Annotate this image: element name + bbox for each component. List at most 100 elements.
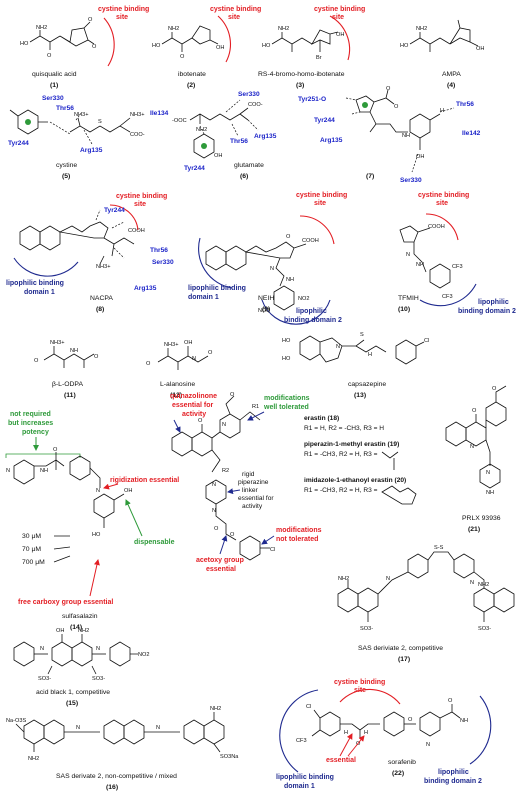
residue-tyr244: Tyr244: [314, 117, 335, 124]
compound-name: PRLX 93936: [462, 515, 501, 522]
lipophilic-domain-label: domain 1: [24, 289, 55, 296]
atom-no2: NO2: [258, 308, 270, 314]
cystine-site-arc: [329, 15, 351, 61]
compound-number: (1): [50, 82, 58, 89]
compound-name: NEIH: [258, 295, 274, 302]
atom-n: N: [336, 344, 340, 350]
residue-thr56: Thr56: [456, 101, 474, 108]
compound-9: COOH O N NH NO2 NO2 cystine binding site…: [188, 192, 347, 325]
atom-n: N: [386, 576, 390, 582]
compound-number: (11): [64, 392, 76, 399]
compound-name: glutamate: [234, 162, 264, 169]
compound-name: cystine: [56, 162, 77, 169]
erastin-substituents: R1 = -CH3, R2 = H, R3 =: [304, 487, 378, 494]
erastin-substituents: R1 = H, R2 = -CH3, R3 = H: [304, 425, 384, 432]
erastin-substituents: R1 = -CH3, R2 = H, R3 =: [304, 451, 378, 458]
atom-nh3: NH3+: [96, 264, 110, 270]
concentration: 70 μM: [22, 546, 41, 553]
atom-o: O: [230, 392, 235, 398]
atom-o: O: [208, 350, 213, 356]
cystine-site-label: cystine binding: [210, 6, 261, 13]
cystine-site-label: site: [134, 201, 146, 208]
compound-name: acid black 1, competitive: [36, 689, 110, 696]
compound-15: N N OH NH2 SO3- SO3- NO2 acid black 1, c…: [13, 628, 150, 707]
compound-name: β-L-ODPA: [52, 381, 83, 388]
lipophilic-domain-label: binding domain 2: [458, 308, 516, 315]
atom-o: O: [53, 447, 58, 453]
compound-14: not required but increases potency N NH …: [5, 411, 179, 631]
atom-o: O: [394, 104, 399, 110]
lipophilic-domain-arc: [279, 689, 319, 773]
atom-ooc: -OOC: [172, 118, 187, 124]
atom-cl: Cl: [306, 704, 311, 710]
compound-2: HO NH2 O OH cystine binding site ibotena…: [152, 6, 261, 89]
atom-cf3: CF3: [296, 738, 307, 744]
compound-number: (9): [262, 306, 270, 313]
atom-ho: HO: [282, 338, 291, 344]
atom-n: N: [40, 646, 44, 652]
residue-tyr251: Tyr251-O: [298, 96, 326, 103]
atom-s-s: S-S: [434, 545, 444, 551]
compound-10: COOH N NH CF3 CF3 cystine binding site l…: [398, 192, 516, 315]
compound-4: HO NH2 OH AMPA (4): [400, 19, 484, 89]
atom-n: N: [76, 725, 80, 731]
atom-o: O: [356, 741, 361, 747]
atom-o: O: [386, 86, 391, 92]
atom-o: O: [408, 717, 413, 723]
atom-n: N: [270, 266, 274, 272]
atom-o: O: [198, 418, 203, 424]
sar-note: activity: [242, 503, 263, 510]
lipophilic-domain-label: lipophilic: [478, 299, 509, 306]
compound-number: (13): [354, 392, 366, 399]
atom-n: N: [470, 444, 474, 450]
compound-number: (16): [106, 784, 118, 791]
cystine-site-arc: [103, 17, 115, 67]
compound-number: (17): [398, 656, 410, 663]
atom-oh: OH: [216, 45, 224, 51]
cystine-site-label: site: [332, 14, 344, 21]
sar-note: rigidization essential: [110, 477, 179, 484]
compound-12: O NH3+ OH N O L-alanosine (12): [146, 340, 213, 399]
sar-note: activity: [182, 411, 206, 418]
compound-name: capsazepine: [348, 381, 386, 388]
atom-n: N: [212, 508, 216, 514]
atom-nh2: NH2: [78, 628, 89, 634]
compound-name: ibotenate: [178, 71, 206, 78]
lipophilic-domain-arc: [261, 299, 331, 325]
atom-cl: Cl: [424, 338, 429, 344]
compound-22: Cl CF3 H H O O N O NH cystine binding si…: [276, 679, 492, 790]
atom-so3: SO3-: [92, 676, 105, 682]
atom-n: N: [222, 422, 226, 428]
compound-number: (4): [447, 82, 455, 89]
sar-note: quinazolinone: [170, 393, 217, 400]
lipophilic-domain-label: lipophilic: [296, 308, 327, 315]
compound-11: O NH3+ NH O β-L-ODPA (11): [34, 340, 99, 399]
cystine-site-arc: [339, 688, 401, 705]
cystine-site-label: cystine binding: [418, 192, 469, 199]
atom-nh: NH: [460, 718, 468, 724]
atom-ho: HO: [92, 532, 101, 538]
compound-number: (12): [170, 392, 182, 399]
compound-16: Na-O3S NH2 NH2 SO3Na N N SAS derivate 2,…: [6, 706, 239, 791]
cystine-site-arc: [299, 215, 335, 245]
sar-note: not required: [10, 411, 51, 418]
atom-nh2: NH2: [196, 127, 207, 133]
residue-tyr244: Tyr244: [104, 207, 125, 214]
sar-note: but increases: [8, 420, 53, 427]
atom-n: N: [426, 742, 430, 748]
atom-o: O: [92, 44, 97, 50]
lipophilic-domain-label: binding domain 2: [284, 317, 342, 324]
atom-h: H: [344, 730, 348, 736]
residue-thr56: Thr56: [150, 247, 168, 254]
sar-note: not tolerated: [276, 536, 318, 543]
atom-nh2: NH2: [168, 26, 179, 32]
lipophilic-domain-arc: [13, 257, 79, 277]
atom-no2: NO2: [138, 652, 150, 658]
compound-name: TFMIH: [398, 295, 419, 302]
atom-sulfonate: Na-O3S: [6, 718, 26, 724]
lipophilic-domain-label: lipophilic binding: [6, 280, 64, 287]
atom-cooh: COOH: [302, 238, 319, 244]
compound-name: SAS deriviate 2, competitive: [358, 645, 443, 652]
residue-arg135: Arg135: [134, 285, 157, 292]
compound-number: (3): [296, 82, 304, 89]
